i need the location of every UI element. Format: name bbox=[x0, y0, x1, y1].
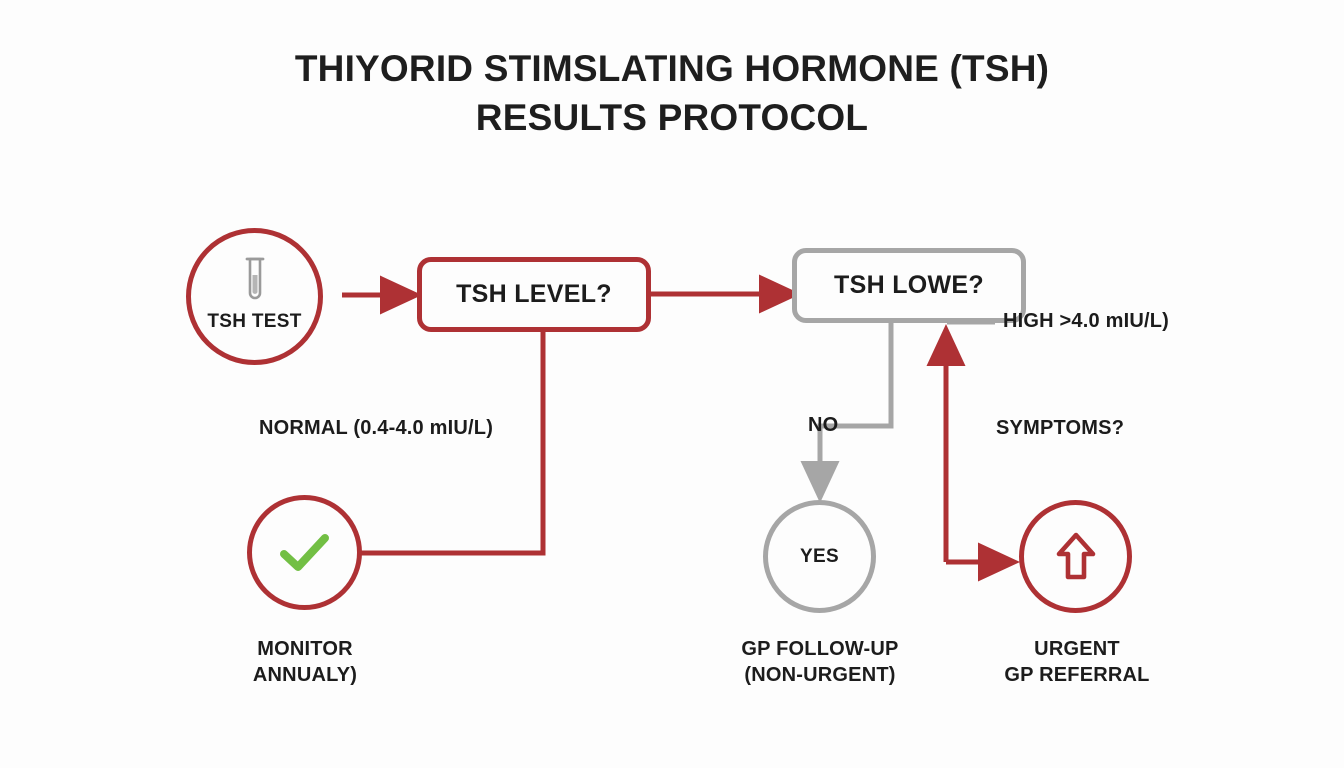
page-title-line-2: RESULTS PROTOCOL bbox=[475, 97, 869, 138]
test-tube-icon bbox=[241, 255, 269, 305]
node-tsh-level-label: TSH LEVEL? bbox=[456, 280, 612, 308]
node-tsh-test-label: TSH TEST bbox=[207, 310, 302, 332]
caption-urgent-referral: URGENT GP REFERRAL bbox=[1004, 638, 1150, 686]
node-gp-followup-inner-label: YES bbox=[800, 545, 839, 567]
edge-label-high: HIGH >4.0 mIU/L) bbox=[1003, 310, 1170, 332]
page-title-line-1: THIYORID STIMSLATING HORMONE (TSH) bbox=[294, 48, 1050, 89]
node-tsh-level[interactable]: TSH LEVEL? bbox=[417, 257, 651, 332]
edge-label-symptoms: SYMPTOMS? bbox=[996, 417, 1125, 439]
check-icon bbox=[275, 528, 335, 578]
caption-monitor-annually: MONITOR ANNUALY) bbox=[252, 638, 358, 686]
caption-gp-followup: GP FOLLOW-UP (NON-URGENT) bbox=[741, 638, 899, 686]
arrow-up-icon bbox=[1053, 529, 1099, 585]
edge-lowe-to-gp-followup bbox=[800, 322, 894, 504]
edge-level-to-monitor bbox=[355, 331, 546, 556]
node-tsh-lowe[interactable]: TSH LOWE? bbox=[792, 248, 1026, 323]
node-monitor-annually[interactable] bbox=[247, 495, 362, 610]
node-gp-followup[interactable]: YES bbox=[763, 500, 876, 613]
node-urgent-referral[interactable] bbox=[1019, 500, 1132, 613]
node-tsh-lowe-label: TSH LOWE? bbox=[834, 271, 984, 299]
node-tsh-test[interactable]: TSH TEST bbox=[186, 228, 323, 365]
page-title: THIYORID STIMSLATING HORMONE (TSH) RESUL… bbox=[0, 44, 1344, 142]
edge-label-no: NO bbox=[808, 414, 839, 436]
edge-label-normal: NORMAL (0.4-4.0 mIU/L) bbox=[259, 417, 494, 439]
